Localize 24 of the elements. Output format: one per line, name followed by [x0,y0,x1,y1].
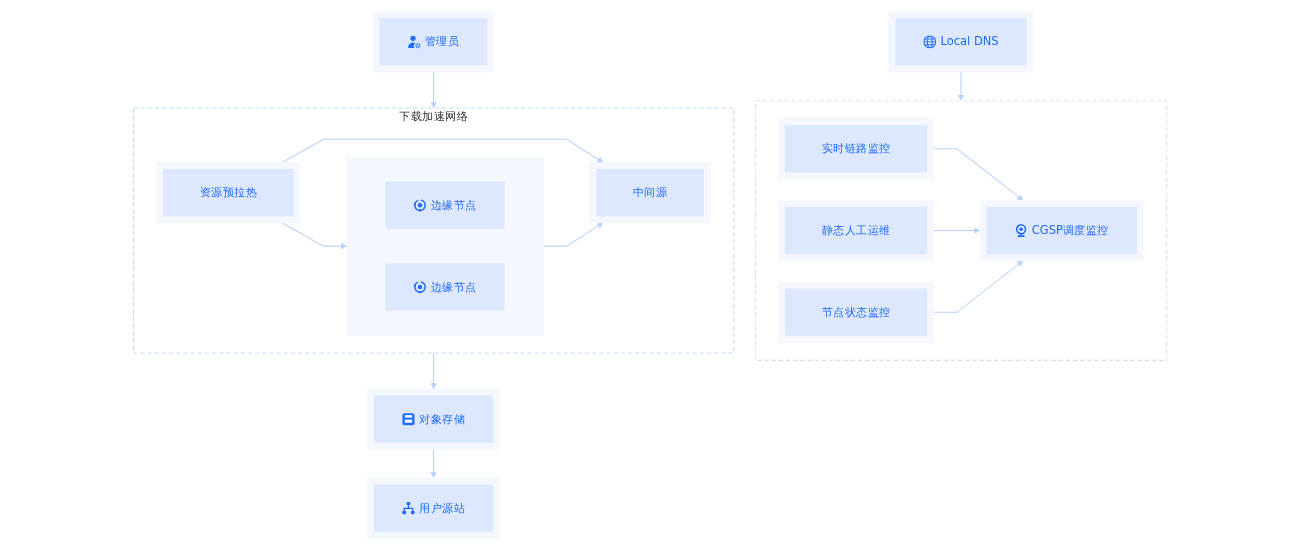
arrow [281,222,348,250]
node-box: 管理员 [372,11,495,73]
node-box: 实时链路监控 [778,118,934,180]
arrow [933,260,1024,313]
arrow [957,71,965,101]
node-box: 对象存储 [367,388,500,450]
node-box: Local DNS [888,11,1034,73]
node-box: CGSP调度监控 [979,200,1144,261]
arrow [281,138,604,164]
node-box: 边缘节点 [385,263,505,311]
node-box: 用户源站 [367,477,500,539]
arrow [542,222,604,247]
node-box: 中间源 [589,162,711,224]
cluster [346,156,544,336]
arrow [430,352,437,390]
cluster [754,100,1168,361]
arrow [933,148,1024,201]
node-box: 静态人工运维 [778,200,934,261]
node-box: 节点状态监控 [778,281,934,343]
node-box: 边缘节点 [385,181,505,229]
node-box: 资源预拉热 [156,162,301,224]
arrow [933,227,981,234]
arrow [430,448,437,479]
arrow [430,71,437,109]
